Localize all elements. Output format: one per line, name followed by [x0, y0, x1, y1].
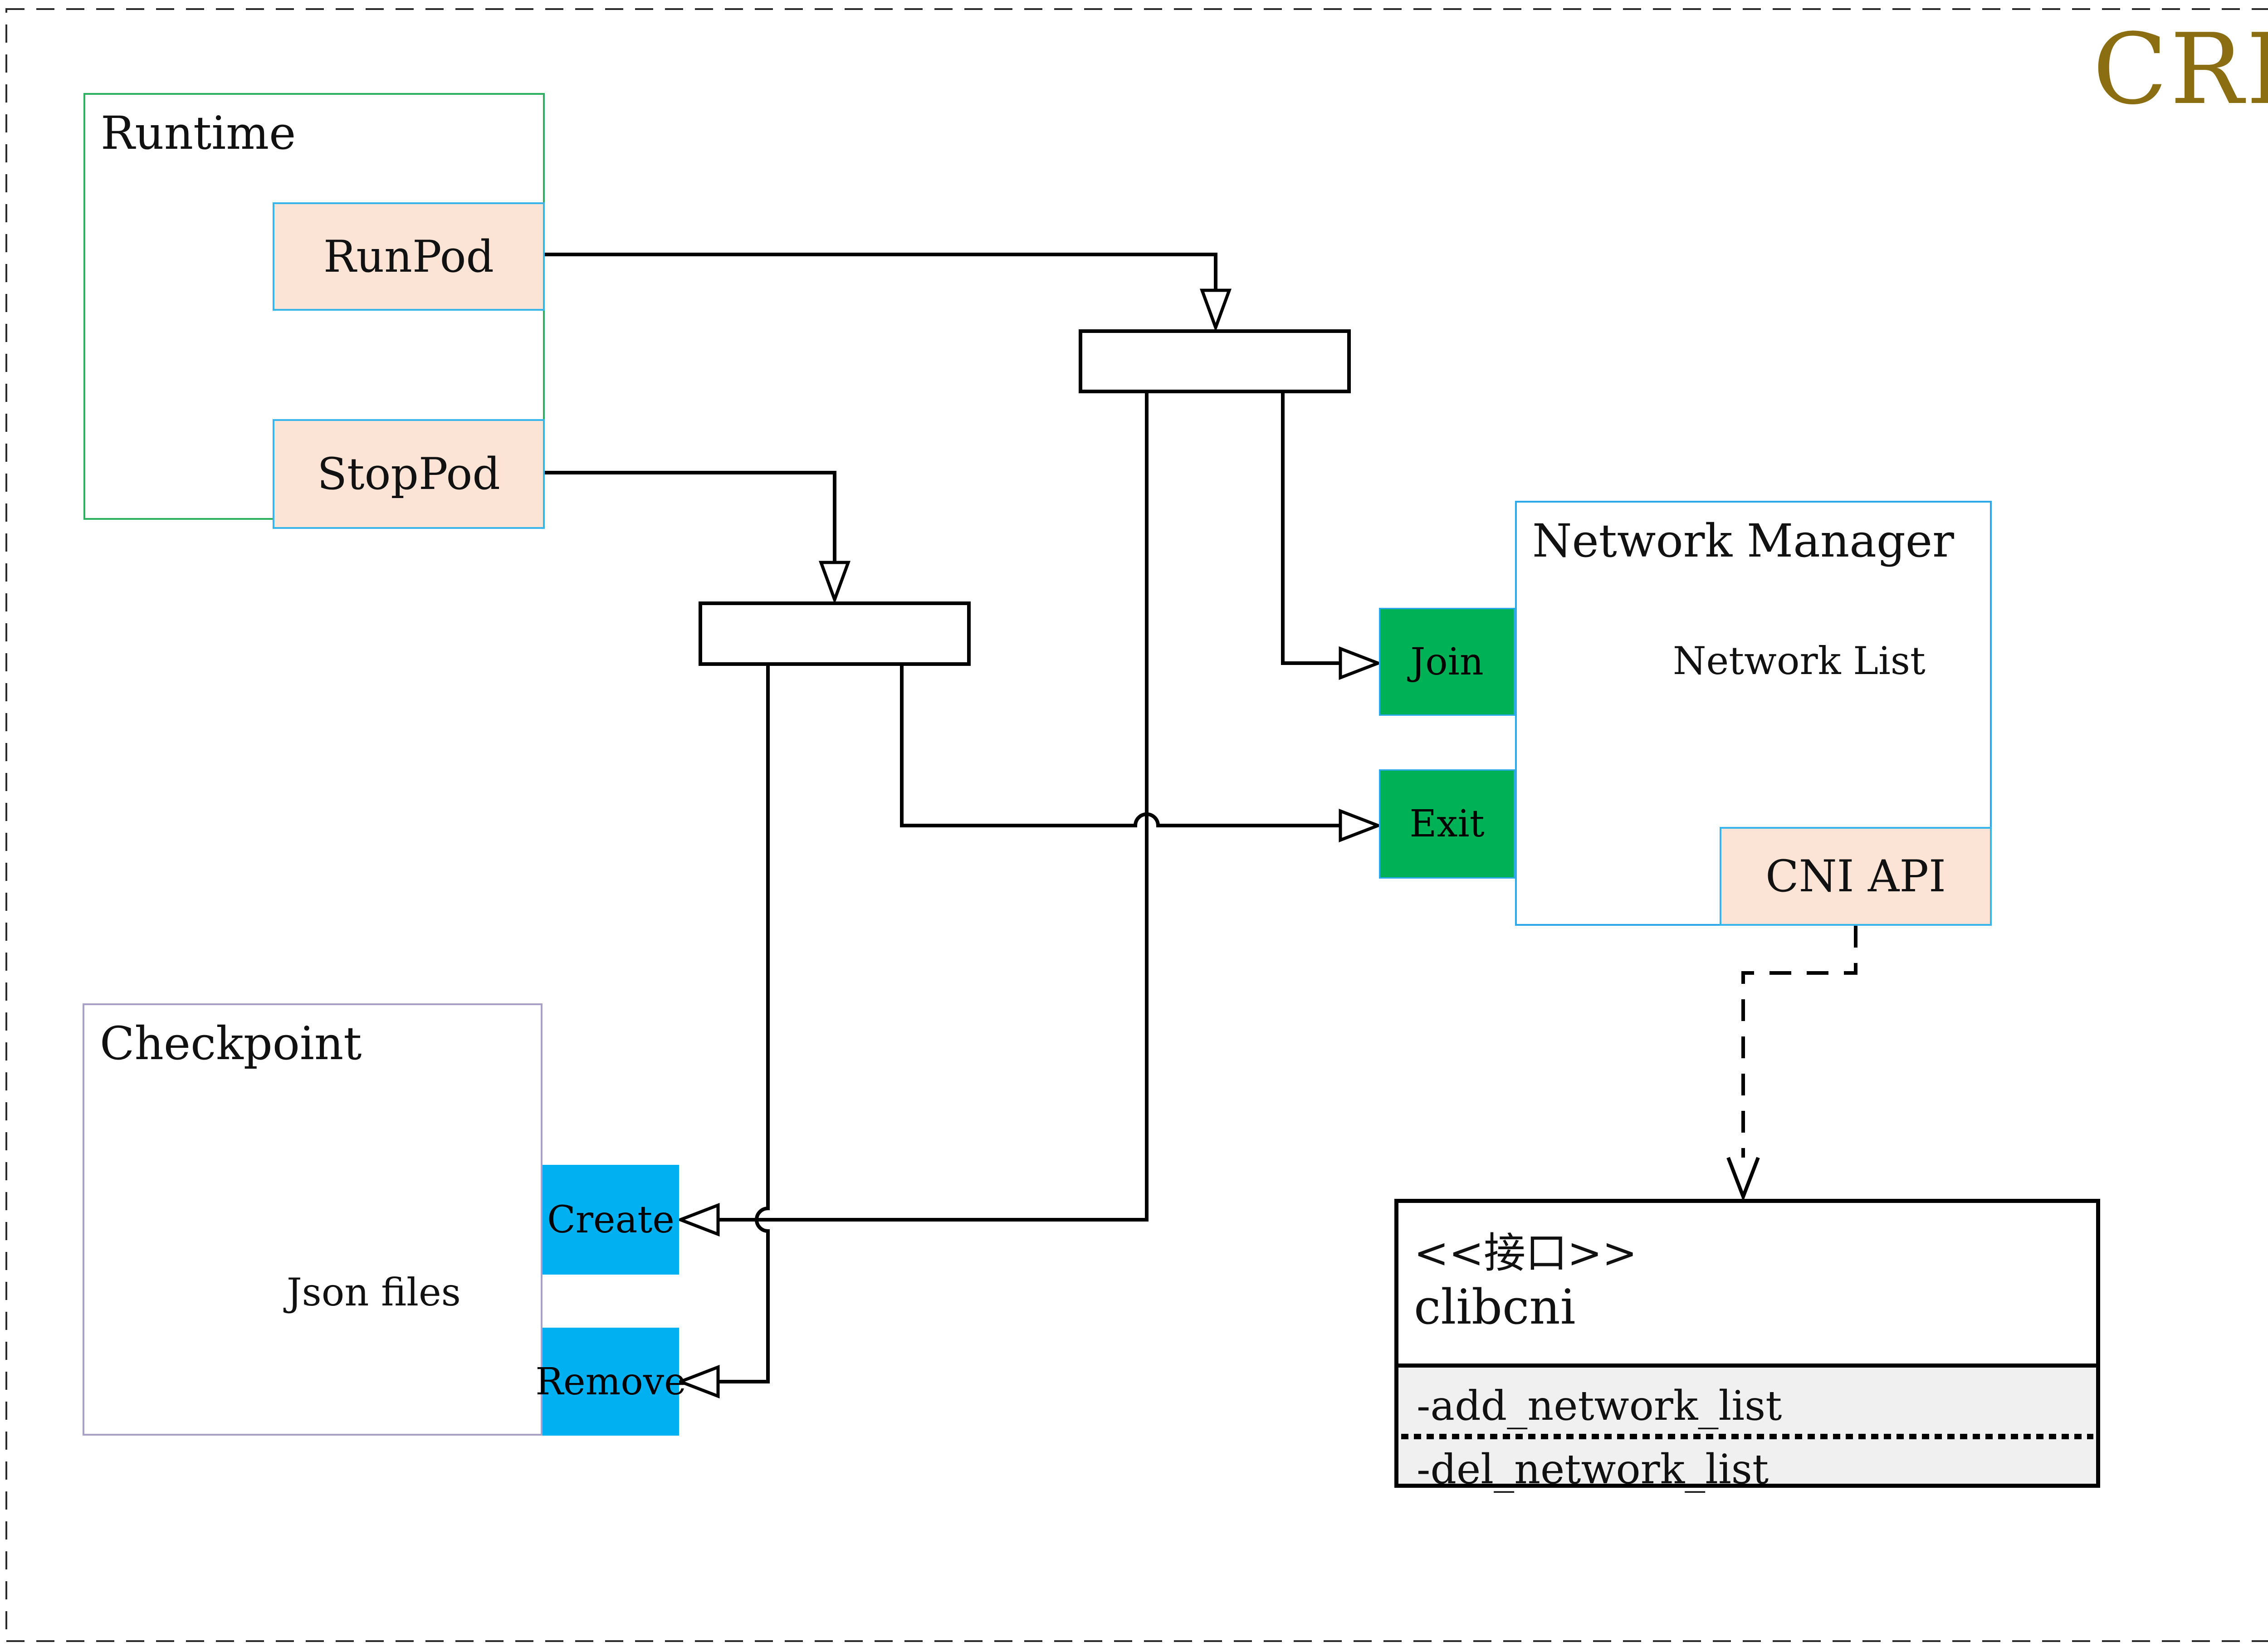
clibcni-stereotype: <<接口>> — [1414, 1229, 1637, 1277]
connector-runpod-to-junction1 — [545, 253, 1217, 293]
clibcni-methods-section: -add_network_list -del_network_list — [1398, 1368, 2096, 1493]
clibcni-class-header: <<接口>> clibcni — [1398, 1203, 2096, 1364]
arrowhead-right-exit — [1339, 808, 1383, 843]
cri-title: CRI — [2092, 12, 2268, 126]
arrowhead-down-junction2 — [818, 561, 851, 605]
create-label: Create — [547, 1198, 675, 1241]
create-box: Create — [543, 1165, 679, 1275]
connector-junction1-to-create — [717, 393, 1149, 1222]
clibcni-method-add: -add_network_list — [1417, 1382, 1782, 1430]
page-dashed-border — [5, 8, 2268, 1642]
exit-label: Exit — [1409, 802, 1485, 845]
network-list-label: Network List — [1673, 639, 1926, 683]
exit-box: Exit — [1379, 769, 1515, 879]
junction-box-stoppod — [699, 601, 971, 666]
cni-api-box: CNI API — [1720, 827, 1992, 926]
runpod-label: RunPod — [323, 231, 494, 282]
remove-label: Remove — [535, 1360, 686, 1403]
join-box: Join — [1379, 608, 1515, 716]
join-label: Join — [1410, 640, 1484, 684]
remove-box: Remove — [535, 1328, 686, 1436]
cni-api-label: CNI API — [1765, 851, 1946, 902]
runtime-title: Runtime — [101, 107, 296, 160]
runpod-box: RunPod — [273, 202, 545, 311]
clibcni-section-divider — [1398, 1364, 2096, 1368]
connector-stoppod-to-junction2 — [545, 471, 836, 565]
clibcni-class-box: <<接口>> clibcni -add_network_list -del_ne… — [1394, 1199, 2100, 1493]
checkpoint-title: Checkpoint — [100, 1017, 362, 1070]
connector-junction2-to-remove — [717, 666, 770, 1383]
network-manager-title: Network Manager — [1532, 514, 1954, 567]
checkpoint-group-box: Checkpoint — [83, 1003, 543, 1436]
arrowhead-open-clibcni — [1726, 1157, 1760, 1202]
connector-cniapi-to-clibcni-dashed — [1741, 926, 1857, 1158]
arrowhead-left-create — [676, 1202, 720, 1237]
connector-junction1-to-join — [1281, 393, 1342, 665]
connector-junction2-to-exit — [900, 666, 1342, 827]
clibcni-name: clibcni — [1414, 1279, 1576, 1335]
stoppod-label: StopPod — [317, 449, 500, 499]
clibcni-method-divider — [1401, 1434, 2093, 1439]
stoppod-box: StopPod — [273, 419, 545, 529]
arrowhead-down-junction1 — [1199, 288, 1232, 332]
junction-box-runpod — [1079, 329, 1351, 393]
json-files-label: Json files — [287, 1270, 461, 1315]
arrowhead-right-join — [1339, 646, 1383, 680]
arrowhead-left-remove — [676, 1364, 720, 1399]
clibcni-method-del: -del_network_list — [1417, 1446, 1769, 1493]
